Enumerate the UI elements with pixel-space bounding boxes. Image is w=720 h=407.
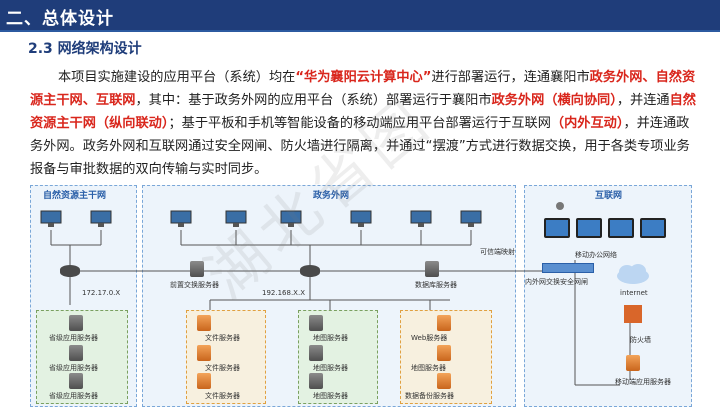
server-icon — [197, 373, 211, 389]
file-server-label: 文件服务器 — [205, 364, 240, 372]
web-server-label: Web服务器 — [411, 334, 448, 342]
server-icon — [69, 315, 83, 331]
trusted-mapping-label: 可信端映射 — [480, 248, 515, 256]
db-server-icon — [425, 261, 439, 277]
frontend-server-label: 前置交换服务器 — [170, 281, 219, 289]
gateway-icon — [542, 263, 594, 273]
pc-icon — [90, 210, 112, 227]
pc-icon — [40, 210, 62, 227]
highlight-text: （内外互动） — [550, 116, 624, 131]
body-text: ；基于平板和手机等智能设备的移动端应用平台部署运行于互联网 — [168, 116, 551, 131]
server-icon — [309, 315, 323, 331]
header-divider — [0, 30, 720, 32]
body-paragraph: 本项目实施建设的应用平台（系统）均在“华为襄阳云计算中心”进行部署运行，连通襄阳… — [30, 66, 696, 181]
provincial-server-label: 省级应用服务器 — [49, 392, 98, 400]
server-icon — [69, 345, 83, 361]
file-server-label: 文件服务器 — [205, 334, 240, 342]
firewall-label: 防火墙 — [630, 336, 651, 344]
body-text: ，其中：基于政务外网的应用平台（系统）部署运行于襄阳市 — [135, 93, 492, 108]
map-server-label: 地图服务器 — [313, 364, 348, 372]
pc-icon — [280, 210, 302, 227]
server-icon — [437, 315, 451, 331]
pc-icon — [225, 210, 247, 227]
mobile-app-server-label: 移动端应用服务器 — [615, 378, 671, 386]
pc-icon — [460, 210, 482, 227]
zone-label-internet: 互联网 — [595, 191, 623, 201]
server-icon — [197, 315, 211, 331]
body-text: 本项目实施建设的应用平台（系统）均在 — [58, 70, 296, 85]
gateway-label: 内外网交换安全网闸 — [525, 278, 588, 286]
body-text: 进行部署运行，连通襄阳市 — [431, 70, 590, 85]
web-server-label: 地图服务器 — [411, 364, 446, 372]
highlight-text: 政务外网、自然资源主干网、互联网 — [30, 70, 696, 108]
provincial-server-label: 省级应用服务器 — [49, 334, 98, 342]
highlight-text: 自然资源主干网（纵向联动） — [30, 93, 696, 131]
mobile-devices-icon — [544, 202, 666, 238]
provincial-server-group: 省级应用服务器 省级应用服务器 省级应用服务器 — [36, 310, 128, 404]
pc-icon — [170, 210, 192, 227]
map-server-group: 地图服务器 地图服务器 地图服务器 — [298, 310, 378, 404]
web-server-label: 数据备份服务器 — [405, 392, 454, 400]
zone-label-natural: 自然资源主干网 — [43, 191, 107, 201]
internet-label: internet — [620, 289, 648, 297]
map-server-label: 地图服务器 — [313, 334, 348, 342]
server-icon — [309, 345, 323, 361]
router-icon — [300, 265, 320, 277]
pc-icon — [350, 210, 372, 227]
firewall-icon — [624, 305, 642, 323]
mobile-app-server-icon — [626, 355, 640, 371]
file-server-group: 文件服务器 文件服务器 文件服务器 — [186, 310, 266, 404]
db-server-label: 数据库服务器 — [415, 281, 457, 289]
web-server-group: Web服务器 地图服务器 数据备份服务器 — [400, 310, 492, 404]
provincial-server-label: 省级应用服务器 — [49, 364, 98, 372]
body-text: ，并连通政务外网。政务外网和互联网通过安全网闸、防火墙进行隔离，并通过“摆渡”方… — [30, 116, 690, 177]
header-bar: 二、总体设计 — [0, 0, 720, 30]
ip-gov-label: 192.168.X.X — [262, 289, 305, 297]
server-icon — [197, 345, 211, 361]
server-icon — [437, 345, 451, 361]
router-icon — [60, 265, 80, 277]
body-text: ，并连通 — [616, 93, 670, 108]
zone-label-gov: 政务外网 — [313, 191, 350, 201]
cloud-icon — [617, 264, 649, 284]
header-title: 二、总体设计 — [6, 9, 114, 29]
file-server-label: 文件服务器 — [205, 392, 240, 400]
frontend-server-icon — [190, 261, 204, 277]
highlight-text: 政务外网（横向协同） — [491, 93, 617, 108]
network-diagram: 自然资源主干网 政务外网 互联网 172.17.0.X 192.16 — [30, 185, 692, 407]
mobile-network-label: 移动办公网络 — [575, 251, 617, 259]
pc-icon — [410, 210, 432, 227]
section-title: 2.3 网络架构设计 — [28, 41, 142, 57]
server-icon — [437, 373, 451, 389]
server-icon — [69, 373, 83, 389]
map-server-label: 地图服务器 — [313, 392, 348, 400]
highlight-text: “华为襄阳云计算中心” — [295, 70, 432, 85]
server-icon — [309, 373, 323, 389]
ip-natural-label: 172.17.0.X — [82, 289, 121, 297]
